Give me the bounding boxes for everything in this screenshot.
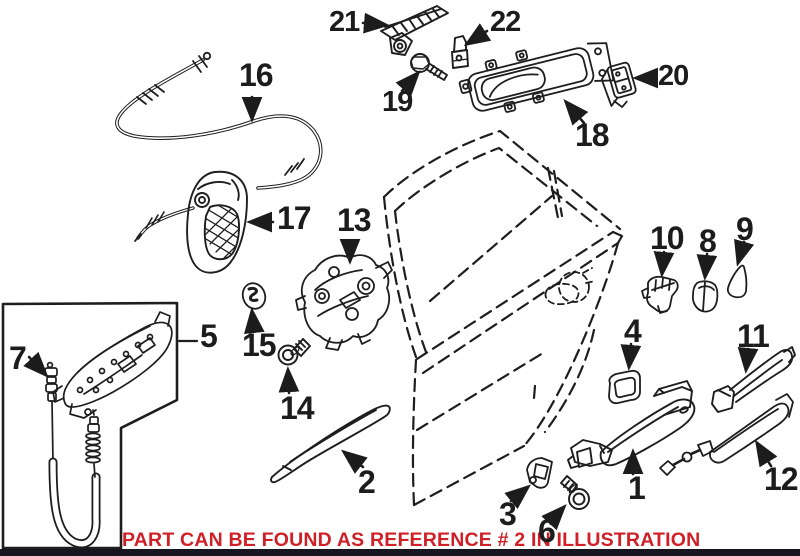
door-handle-recess-sketch (544, 267, 596, 306)
part-17-boot-drawing (186, 170, 248, 274)
part-13-lock-drawing (295, 254, 393, 351)
callout-7-arrow (23, 351, 49, 378)
door-outline-drawing (382, 129, 624, 507)
callout-20-label: 20 (658, 60, 689, 92)
part-6-bolt-drawing (560, 475, 590, 510)
part-8-cap-drawing (691, 280, 719, 313)
part-1-exterior-handle-drawing (567, 380, 696, 469)
callout-12-label: 12 (764, 461, 799, 497)
part-5-actuator-drawing (52, 311, 173, 419)
callout-3-label: 3 (499, 496, 517, 532)
callout-14-arrow (278, 366, 300, 395)
inset-box (1, 301, 199, 550)
part-12-bar-drawing (659, 393, 794, 476)
callout-5-label: 5 (200, 318, 218, 354)
callout-15-arrow (243, 307, 265, 335)
part-21-strip-drawing (380, 5, 449, 56)
callout-14-label: 14 (280, 390, 315, 426)
part-14-bolt-drawing (277, 338, 311, 366)
callout-4-label: 4 (624, 313, 642, 349)
part-2-trim-strip-drawing (270, 404, 391, 484)
part-15-emblem-drawing (241, 282, 267, 310)
callout-13-label: 13 (337, 202, 372, 238)
callout-8-label: 8 (699, 223, 717, 259)
callout-8-arrow (696, 252, 718, 281)
callout-1-label: 1 (628, 470, 646, 506)
callout-6-label: 6 (538, 513, 556, 549)
callout-9-label: 9 (736, 211, 754, 247)
callout-9-arrow (734, 238, 755, 267)
callout-11-arrow (737, 347, 759, 374)
callout-22-label: 22 (490, 6, 521, 38)
callout-11-label: 11 (737, 318, 770, 354)
bottom-edge-bar (0, 549, 800, 556)
callout-3-arrow (504, 484, 532, 510)
callout-18-label: 18 (575, 117, 610, 153)
part-4-gasket-drawing (608, 369, 641, 405)
callout-22-arrow (463, 23, 492, 47)
callout-7-label: 7 (9, 340, 27, 376)
callout-6-arrow (541, 504, 567, 531)
callout-10-arrow (653, 250, 675, 278)
callout-21-arrow (361, 12, 390, 34)
callout-10-label: 10 (650, 220, 685, 256)
callout-18-arrow (563, 99, 589, 126)
callout-15-label: 15 (242, 327, 277, 363)
part-3-bracket-drawing (526, 457, 553, 489)
part-9-wedge-drawing (726, 264, 748, 299)
callout-19-arrow (395, 70, 421, 97)
part-19-bolt-drawing (410, 53, 448, 81)
part-22-clip-drawing (451, 35, 469, 69)
part-10-switch-drawing (641, 275, 679, 314)
callout-2-label: 2 (358, 464, 376, 500)
part-18-interior-handle-drawing (458, 42, 615, 113)
part-20-cap-drawing (600, 61, 637, 108)
reference-note: PART CAN BE FOUND AS REFERENCE # 2 IN IL… (122, 529, 701, 551)
callout-17-label: 17 (277, 200, 312, 236)
callout-21-label: 21 (329, 6, 360, 38)
callout-4-arrow (620, 342, 642, 371)
part-11-handle-bar-drawing (711, 346, 796, 413)
callout-16-label: 16 (239, 57, 274, 93)
callout-19-label: 19 (382, 86, 413, 118)
callout-2-arrow (340, 449, 368, 474)
callout-12-arrow (754, 439, 778, 468)
part-16-cable-drawing (115, 51, 323, 242)
